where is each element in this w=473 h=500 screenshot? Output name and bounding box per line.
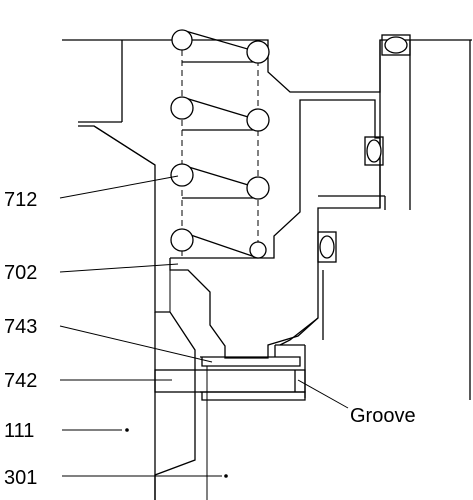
label-702: 702 (4, 262, 37, 284)
label-groove: Groove (350, 405, 416, 427)
ring-pack (154, 344, 306, 401)
body-marker-dot (125, 428, 129, 432)
piston-outline (169, 99, 381, 359)
o-ring-seals (317, 34, 411, 263)
label-712: 712 (4, 189, 37, 211)
label-742: 742 (4, 370, 37, 392)
label-111: 111 (4, 420, 34, 442)
right-wall-outline (279, 40, 471, 400)
spring-coils (170, 29, 270, 259)
label-743: 743 (4, 316, 37, 338)
leader-lines (59, 175, 349, 477)
bottom-vertical-lines (154, 312, 208, 500)
housing-marker-dot (224, 474, 228, 478)
label-301: 301 (4, 467, 37, 489)
